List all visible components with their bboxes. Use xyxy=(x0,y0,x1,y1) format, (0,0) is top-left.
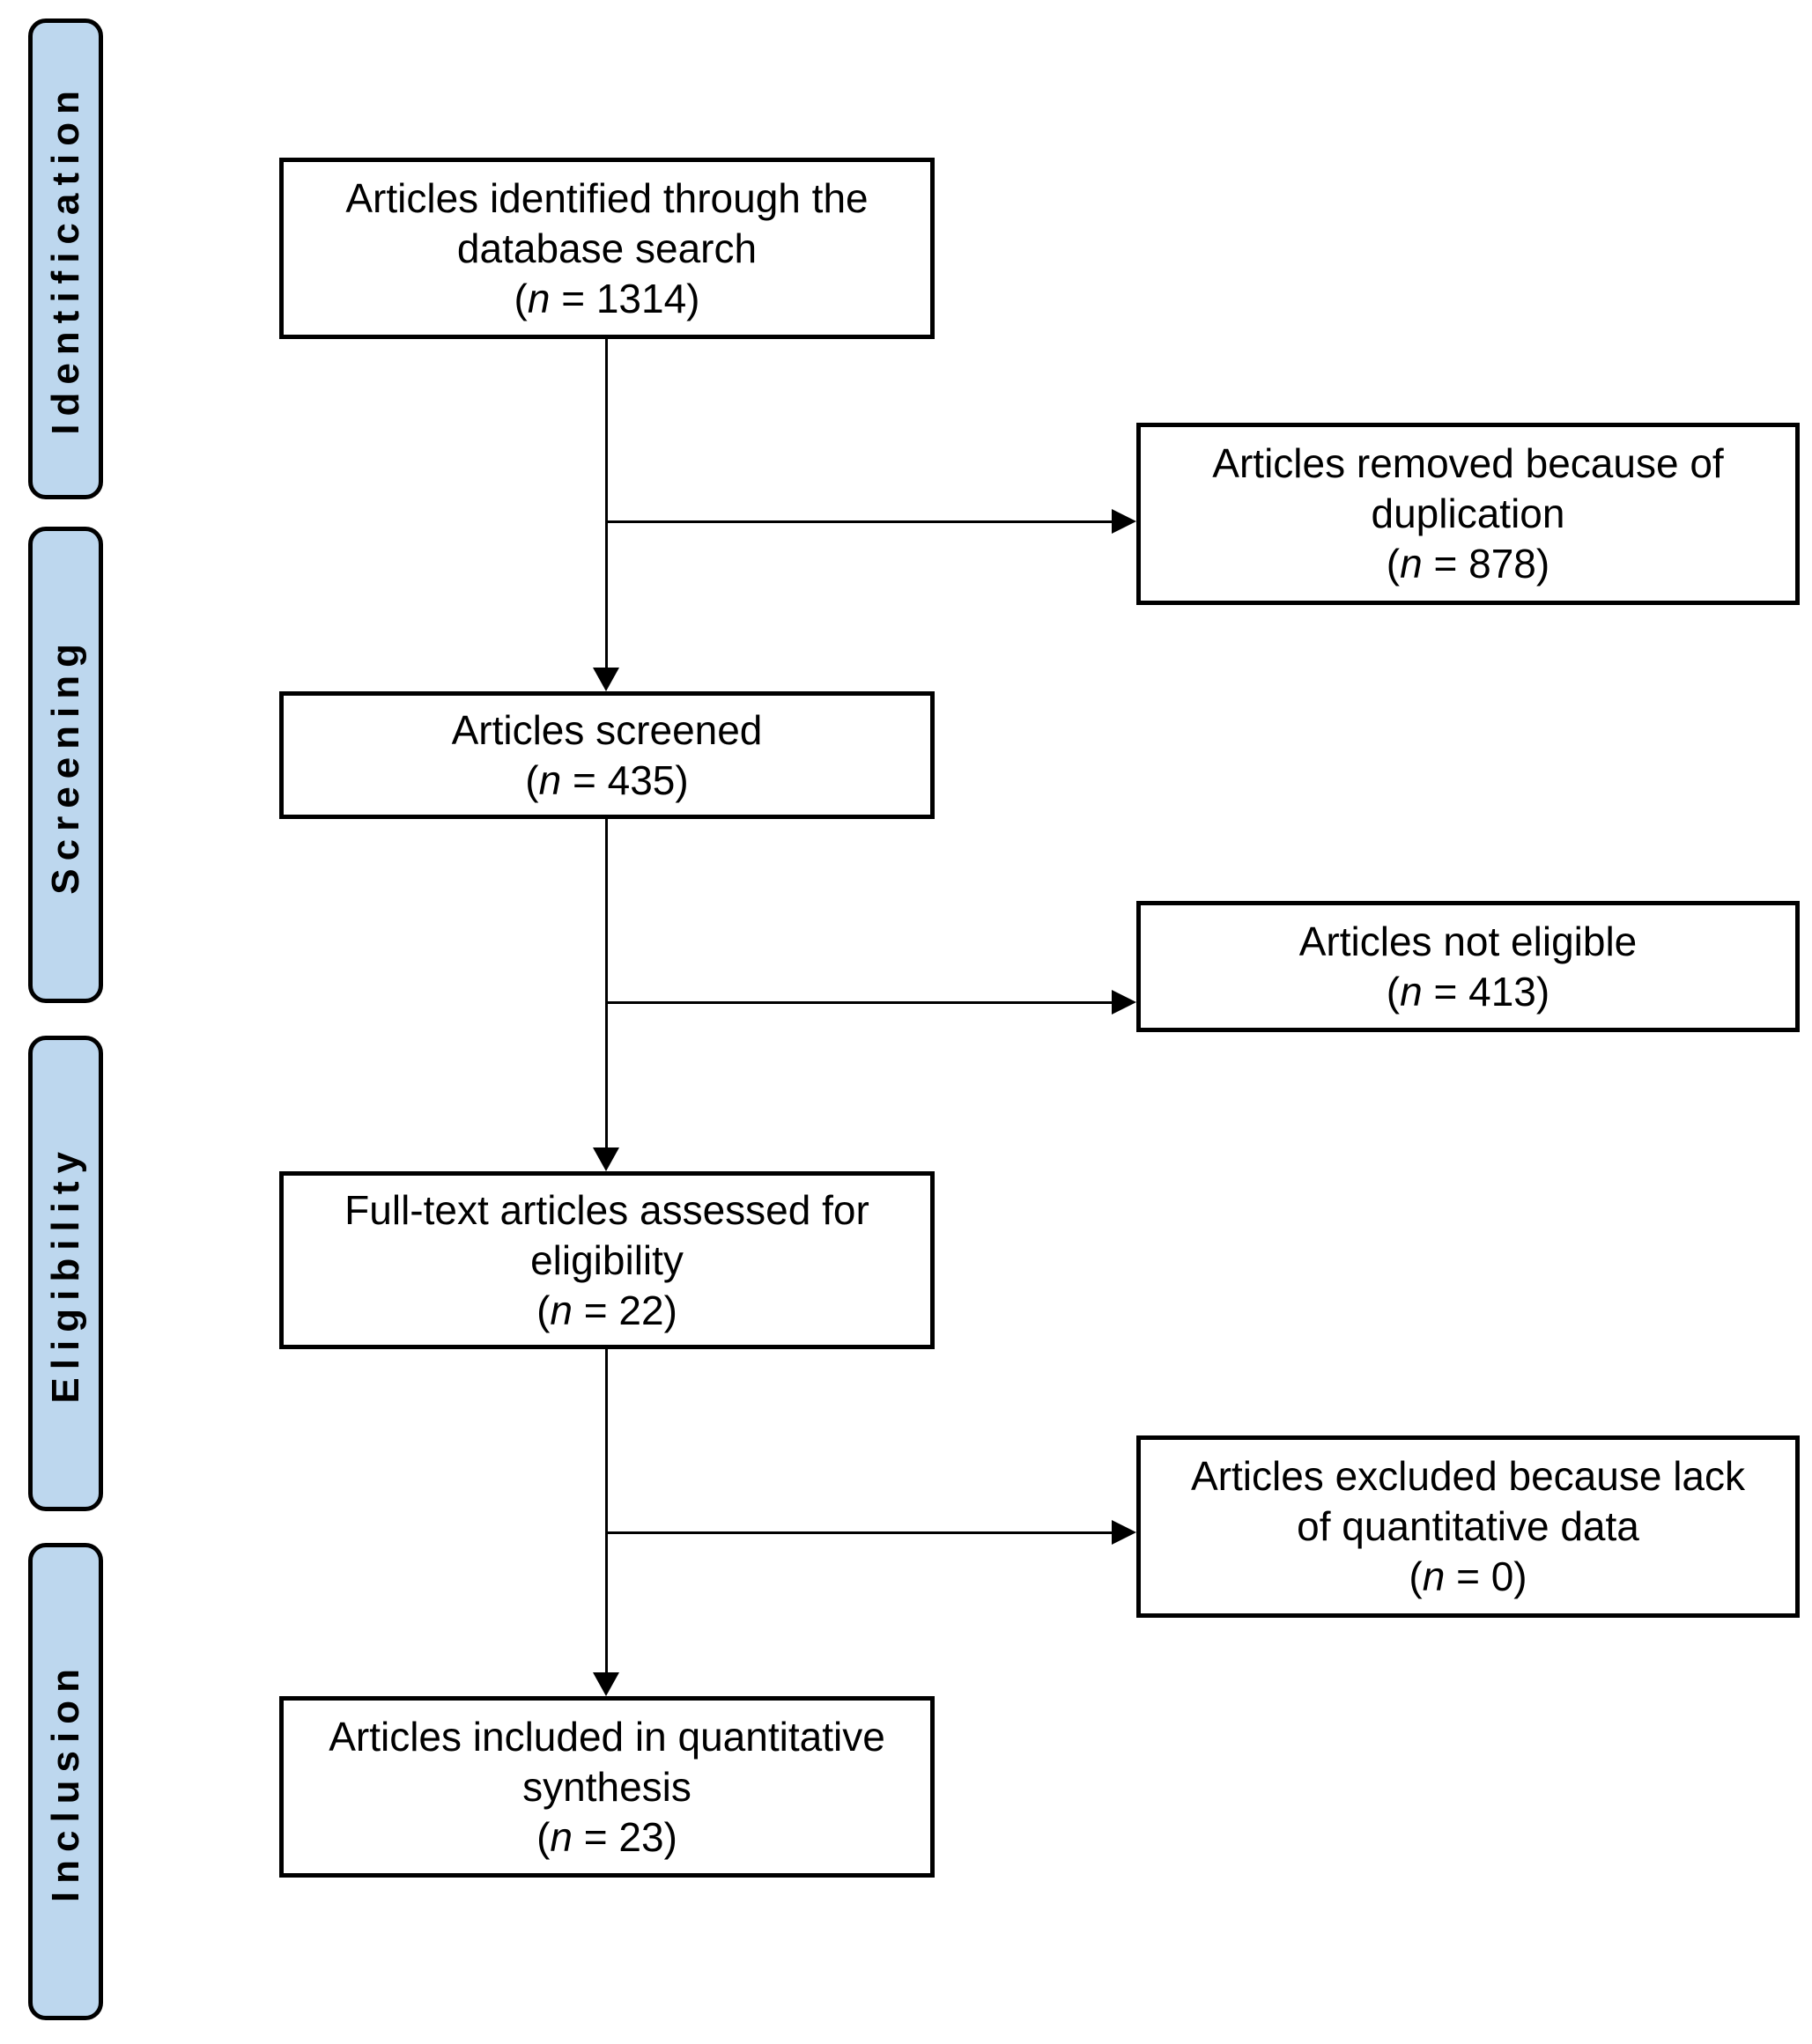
box-excluded-no-quantitative-data-text: Articles excluded because lack of quanti… xyxy=(1191,1453,1745,1549)
arrowhead-down-screened-icon xyxy=(593,668,619,691)
stage-identification-label: Identification xyxy=(43,83,87,435)
box-articles-screened: Articles screened (n = 435) xyxy=(279,691,935,819)
box-excluded-no-quantitative-data-count: (n = 0) xyxy=(1409,1552,1527,1602)
box-removed-duplication-text: Articles removed because of duplication xyxy=(1212,440,1724,536)
arrowhead-right-excluded-icon xyxy=(1112,1520,1136,1545)
count-open-paren: ( xyxy=(536,1813,551,1860)
count-n-symbol: n xyxy=(550,1287,573,1333)
count-value: = 22) xyxy=(573,1287,677,1333)
count-n-symbol: n xyxy=(1422,1553,1446,1599)
box-articles-screened-count: (n = 435) xyxy=(525,756,688,806)
box-not-eligible: Articles not eligible (n = 413) xyxy=(1136,901,1800,1032)
box-articles-screened-text: Articles screened xyxy=(451,706,763,753)
count-n-symbol: n xyxy=(527,275,551,321)
arrowhead-right-duplication-icon xyxy=(1112,509,1136,534)
stage-eligibility: Eligibility xyxy=(28,1036,103,1511)
arrowhead-down-included-icon xyxy=(593,1672,619,1696)
connector-branch-duplication xyxy=(606,520,1112,523)
count-open-paren: ( xyxy=(1409,1553,1423,1599)
count-open-paren: ( xyxy=(1386,541,1401,587)
count-open-paren: ( xyxy=(525,756,539,803)
stage-screening: Screening xyxy=(28,527,103,1003)
box-articles-identified-count: (n = 1314) xyxy=(514,274,700,324)
count-value: = 413) xyxy=(1422,968,1550,1015)
count-value: = 435) xyxy=(561,756,689,803)
count-open-paren: ( xyxy=(536,1287,551,1333)
count-value: = 23) xyxy=(573,1813,677,1860)
box-removed-duplication: Articles removed because of duplication … xyxy=(1136,423,1800,605)
box-articles-included-count: (n = 23) xyxy=(536,1812,677,1863)
stage-inclusion-label: Inclusion xyxy=(43,1660,87,1903)
connector-identified-to-screened xyxy=(605,339,608,668)
box-fulltext-assessed: Full-text articles assessed for eligibil… xyxy=(279,1171,935,1349)
count-open-paren: ( xyxy=(514,275,528,321)
box-not-eligible-text: Articles not eligible xyxy=(1298,918,1638,964)
count-n-symbol: n xyxy=(538,756,562,803)
box-excluded-no-quantitative-data: Articles excluded because lack of quanti… xyxy=(1136,1435,1800,1618)
box-articles-identified: Articles identified through the database… xyxy=(279,158,935,339)
connector-branch-excluded xyxy=(606,1531,1112,1534)
stage-screening-label: Screening xyxy=(43,635,87,895)
box-articles-identified-text: Articles identified through the database… xyxy=(345,174,869,271)
count-value: = 1314) xyxy=(550,275,700,321)
count-n-symbol: n xyxy=(1400,968,1423,1015)
arrowhead-down-fulltext-icon xyxy=(593,1147,619,1171)
count-n-symbol: n xyxy=(550,1813,573,1860)
box-articles-included: Articles included in quantitative synthe… xyxy=(279,1696,935,1878)
count-n-symbol: n xyxy=(1400,541,1423,587)
box-articles-included-text: Articles included in quantitative synthe… xyxy=(329,1713,885,1810)
count-value: = 0) xyxy=(1445,1553,1527,1599)
connector-branch-not-eligible xyxy=(606,1001,1112,1004)
box-not-eligible-count: (n = 413) xyxy=(1387,967,1549,1017)
stage-identification: Identification xyxy=(28,18,103,499)
connector-fulltext-to-included xyxy=(605,1349,608,1673)
stage-inclusion: Inclusion xyxy=(28,1543,103,2020)
arrowhead-right-not-eligible-icon xyxy=(1112,990,1136,1015)
connector-screened-to-fulltext xyxy=(605,819,608,1148)
stage-eligibility-label: Eligibility xyxy=(43,1143,87,1404)
count-open-paren: ( xyxy=(1386,968,1401,1015)
box-removed-duplication-count: (n = 878) xyxy=(1387,539,1549,589)
count-value: = 878) xyxy=(1422,541,1550,587)
box-fulltext-assessed-count: (n = 22) xyxy=(536,1286,677,1336)
box-fulltext-assessed-text: Full-text articles assessed for eligibil… xyxy=(344,1186,869,1283)
